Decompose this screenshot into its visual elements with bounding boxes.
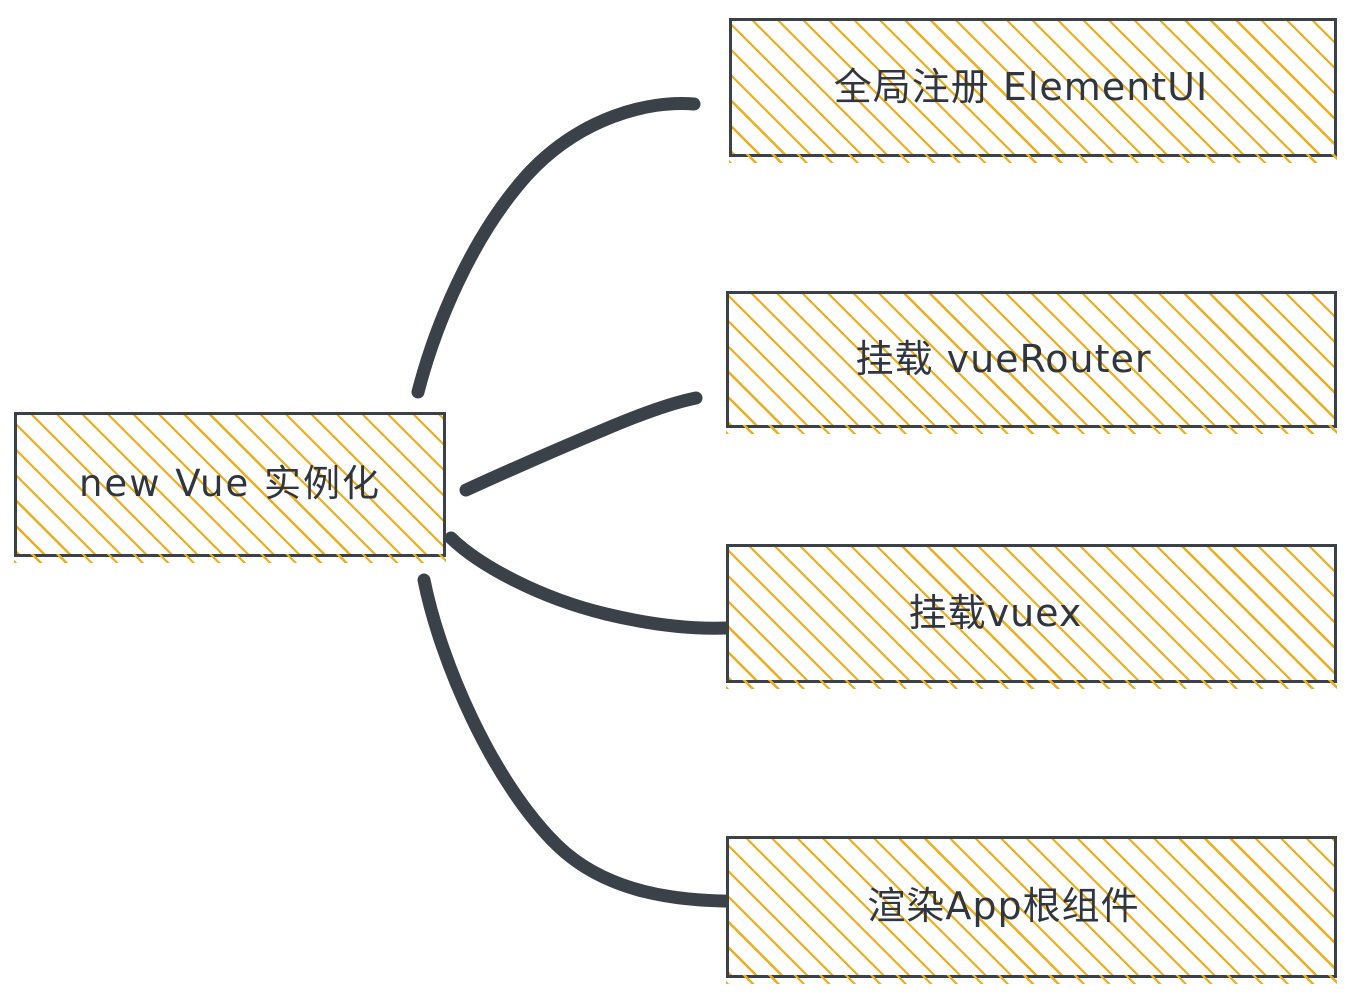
node-mount-vuerouter-label: 挂载 vueRouter [855, 336, 1152, 381]
node-mount-vuex[interactable]: 挂载vuex [726, 544, 1337, 689]
node-render-app-root-component[interactable]: 渲染App根组件 [726, 836, 1337, 984]
node-render-app-root-component-label: 渲染App根组件 [867, 884, 1140, 929]
edge-root-to-element [411, 96, 701, 399]
node-root-label: new Vue 实例化 [78, 462, 381, 506]
node-mount-vuex-label: 挂载vuex [908, 590, 1083, 635]
node-global-register-elementui[interactable]: 全局注册 ElementUI [729, 18, 1337, 163]
node-mount-vuerouter[interactable]: 挂载 vueRouter [726, 291, 1337, 434]
edge-root-to-vuex [444, 531, 734, 635]
node-global-register-elementui-label: 全局注册 ElementUI [833, 64, 1209, 109]
edge-root-to-router [459, 391, 703, 497]
node-root[interactable]: new Vue 实例化 [14, 412, 446, 563]
